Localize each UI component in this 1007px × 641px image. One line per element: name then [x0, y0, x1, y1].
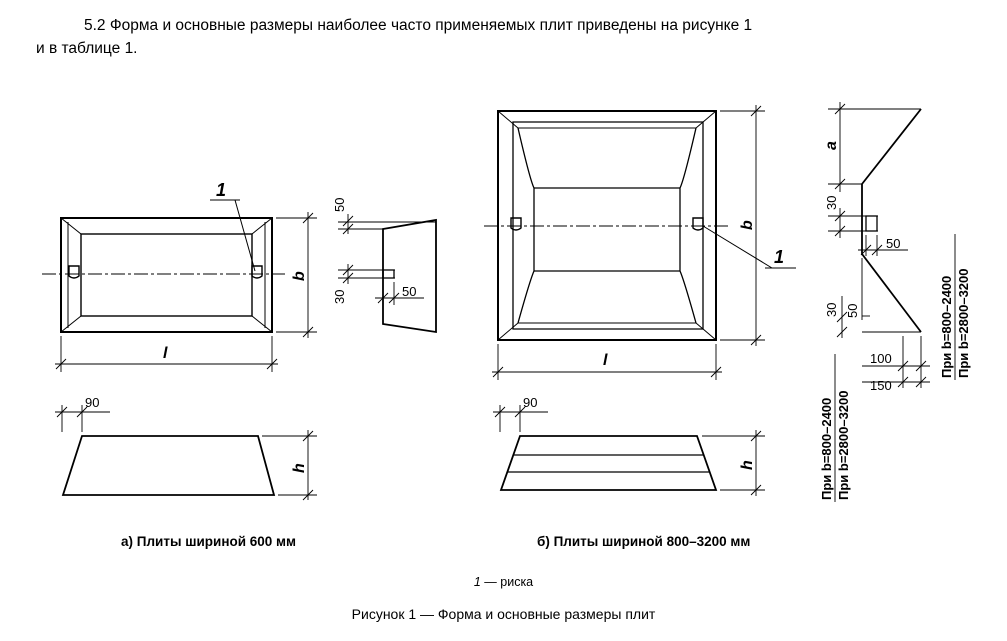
- plate-a-elevation: [55, 405, 317, 501]
- dim-l-b: l: [603, 352, 608, 369]
- subcaption-a: а) Плиты шириной 600 мм: [121, 534, 296, 549]
- dim-30-b-top: 30: [824, 196, 839, 210]
- figure-caption: Рисунок 1 — Форма и основные размеры пли…: [351, 606, 656, 622]
- plate-a-plan-dims: [55, 212, 317, 372]
- dim-90-b: 90: [523, 395, 537, 410]
- dim-h-a: h: [291, 463, 308, 473]
- dim-b-a: b: [291, 271, 308, 281]
- note-right-line-2: При b=2800–3200: [956, 269, 971, 379]
- callout-1-b: 1: [774, 247, 784, 267]
- dim-h-b: h: [739, 460, 756, 470]
- dim-50-a-side: 50: [402, 284, 416, 299]
- dim-30-b-bottom: 30: [824, 303, 839, 317]
- note-right-line-1: При b=800–2400: [939, 276, 954, 378]
- subcaption-b: б) Плиты шириной 800–3200 мм: [537, 534, 750, 549]
- callout-1-a: 1: [216, 180, 226, 200]
- dim-50-b-side: 50: [886, 236, 900, 251]
- paragraph-line-2: и в таблице 1.: [36, 40, 138, 57]
- plate-b-plan: [484, 110, 796, 341]
- dim-150: 150: [870, 378, 892, 393]
- dim-30-a: 30: [332, 290, 347, 304]
- note-lower-line-1: При b=800–2400: [819, 398, 834, 500]
- dim-50-b-bottom: 50: [845, 304, 860, 318]
- dim-100: 100: [870, 351, 892, 366]
- plate-b-section: [828, 102, 930, 388]
- plate-a-section: [338, 214, 437, 334]
- plate-a-plan: [42, 199, 285, 333]
- body-paragraph: 5.2 Форма и основные размеры наиболее ча…: [36, 14, 994, 60]
- dim-90-a: 90: [85, 395, 99, 410]
- plate-b-elevation: [493, 405, 765, 496]
- dim-l-a: l: [163, 345, 168, 362]
- plate-b-plan-dims: [492, 105, 765, 380]
- dim-a-b: a: [823, 141, 840, 150]
- note-lower-line-2: При b=2800–3200: [836, 391, 851, 501]
- legend-number: 1: [473, 575, 481, 589]
- figure-legend: 1 — риска: [0, 575, 1007, 589]
- dim-b-b: b: [739, 220, 756, 230]
- paragraph-line-1: 5.2 Форма и основные размеры наиболее ча…: [84, 17, 753, 34]
- legend-text: — риска: [480, 575, 534, 589]
- dim-50-a-top: 50: [332, 198, 347, 212]
